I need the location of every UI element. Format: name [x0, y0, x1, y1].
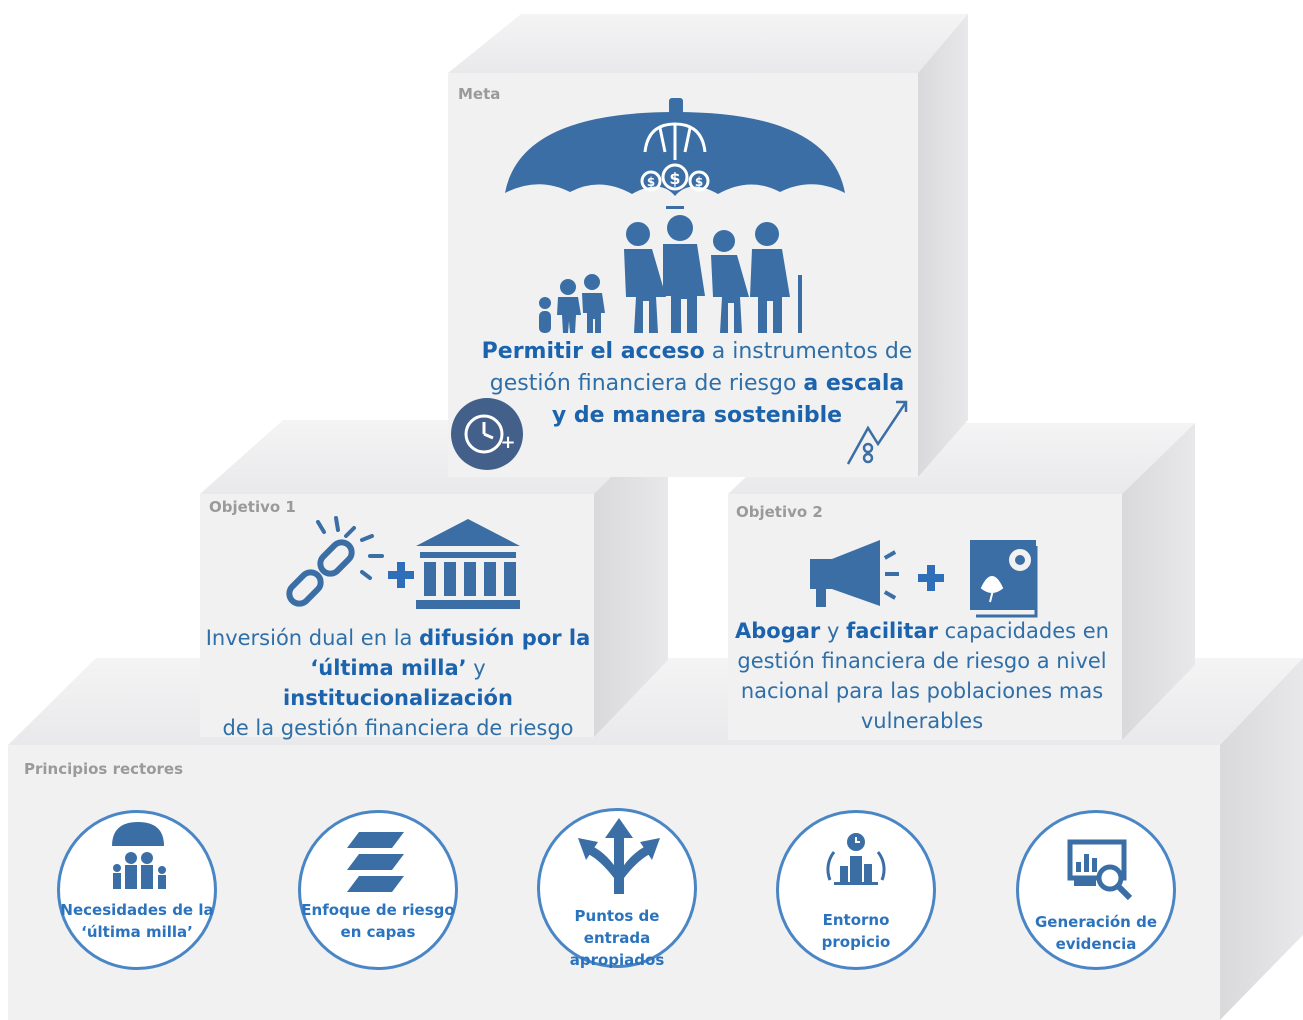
objetivo2-text-part: gestión financiera de riesgo a nivel	[737, 649, 1107, 673]
megaphone-icon	[810, 540, 899, 607]
meta-goal-text: Permitir el acceso a instrumentos de ges…	[452, 336, 942, 432]
city-clock-icon	[826, 833, 886, 885]
objetivo1-highlight: ‘última milla’	[310, 656, 467, 680]
objetivo1-text: Inversión dual en la difusión por la ‘úl…	[198, 623, 598, 743]
clock-plus-icon: +	[451, 398, 523, 470]
svg-text:$: $	[695, 175, 703, 189]
plus-icon	[918, 565, 944, 591]
meta-label: Meta	[458, 85, 501, 103]
money-umbrella-icon: $ $ $	[640, 122, 710, 192]
objetivo2-text-part: capacidades en	[938, 619, 1109, 643]
svg-text:+: +	[500, 432, 515, 453]
principle-label: propicio	[821, 933, 891, 951]
objetivo1-text-part: y	[466, 656, 486, 680]
family-icon	[539, 215, 802, 333]
objetivo1-label: Objetivo 1	[209, 498, 296, 516]
principle-label: Puntos de entrada	[574, 907, 660, 947]
objetivo1-highlight: difusión por la	[419, 626, 591, 650]
objetivo2-text-part: y	[820, 619, 847, 643]
meta-goal-highlight: a escala	[803, 371, 905, 396]
principle-label: evidencia	[1055, 935, 1137, 953]
objetivo2-highlight: Abogar	[735, 619, 821, 643]
objetivo1-highlight: institucionalización	[283, 686, 513, 710]
principle-label: apropiados	[569, 951, 665, 969]
broken-chain-icon	[286, 516, 384, 607]
meta-goal-text-part: a instrumentos de	[704, 339, 913, 364]
principle-label: Enfoque de riesgo	[301, 901, 455, 919]
principle-label: Entorno	[822, 911, 890, 929]
svg-text:$: $	[669, 169, 680, 188]
principle-label: Generación de	[1034, 913, 1157, 931]
meta-goal-highlight: Permitir el acceso	[481, 339, 705, 364]
objetivo1-text-part: Inversión dual en la	[205, 626, 420, 650]
principle-circle-evidencia: Generación de evidencia	[1016, 810, 1176, 970]
objetivo2-text-part: nacional para las poblaciones mas	[740, 679, 1104, 703]
objetivo2-text-part: vulnerables	[860, 709, 984, 733]
layers-icon	[347, 832, 404, 892]
principle-label: ‘última milla’	[81, 923, 193, 941]
umbrella-family-icon	[112, 822, 164, 846]
svg-text:$: $	[647, 175, 655, 189]
chart-magnifier-icon	[1067, 839, 1133, 901]
objetivo2-text: Abogar y facilitar capacidades en gestió…	[722, 616, 1122, 736]
objetivo2-label: Objetivo 2	[736, 503, 823, 521]
principle-label: Necesidades de la	[60, 901, 214, 919]
principle-label: en capas	[340, 923, 416, 941]
growth-arrow-icon	[846, 400, 908, 465]
objetivo2-highlight: facilitar	[846, 619, 938, 643]
objetivo1-text-part: de la gestión financiera de riesgo	[222, 716, 574, 740]
meta-goal-text-part: gestión financiera de riesgo	[489, 371, 804, 396]
plus-icon	[388, 562, 414, 588]
meta-goal-highlight: y de manera sostenible	[551, 403, 843, 428]
branching-arrows-icon	[578, 818, 660, 894]
objetivo1-block	[200, 420, 668, 737]
institution-icon	[416, 519, 520, 609]
principios-label: Principios rectores	[24, 760, 184, 778]
capacity-gear-icon	[970, 540, 1038, 618]
